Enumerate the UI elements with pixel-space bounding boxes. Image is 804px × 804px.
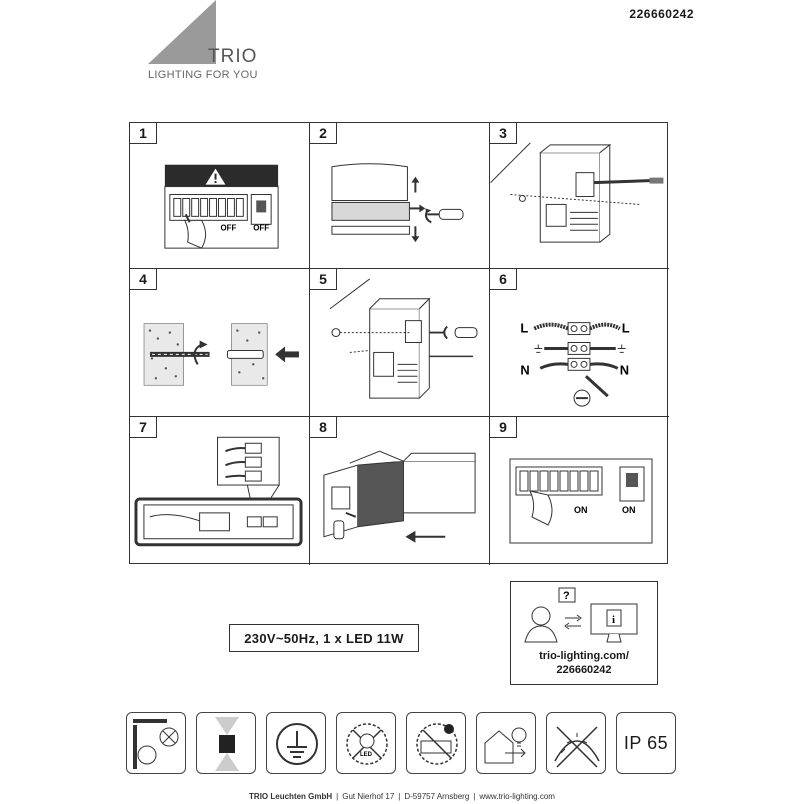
step-4-panel: 4 <box>130 269 310 417</box>
attach-cover-illustration <box>323 450 476 543</box>
info-glyph: i <box>612 614 615 626</box>
step-number: 5 <box>310 269 337 290</box>
step-number: 7 <box>130 417 157 438</box>
brand-tagline: LIGHTING FOR YOU <box>148 69 258 81</box>
footer-address: Gut Nierhof 17 <box>342 792 395 801</box>
step-6-panel: 6 L L N N <box>490 269 669 417</box>
led-not-replaceable-icon: LED <box>336 712 396 774</box>
step-number: 8 <box>310 417 337 438</box>
step-3-panel: 3 <box>490 123 669 269</box>
step-number: 6 <box>490 269 517 290</box>
symbol-row: LED IP 65 <box>126 712 676 774</box>
off-label-small: OFF <box>220 223 236 232</box>
off-label-box: OFF <box>253 223 269 232</box>
step-number: 9 <box>490 417 517 438</box>
footer: TRIO Leuchten GmbH|Gut Nierhof 17|D-5975… <box>249 792 555 801</box>
not-dimmable-icon <box>546 712 606 774</box>
mounting-position-icon <box>126 712 186 774</box>
drill-and-dowel-illustration <box>143 323 299 386</box>
brand-name: TRIO <box>208 46 258 67</box>
electrical-spec: 230V~50Hz, 1 x LED 11W <box>229 624 419 652</box>
led-label: LED <box>360 752 373 758</box>
driver-connection-illustration <box>134 436 303 547</box>
ip-rating-text: IP 65 <box>623 732 669 753</box>
mark-holes-illustration <box>490 142 664 243</box>
step-1-panel: 1 OFF OFF <box>130 123 310 269</box>
logo-triangle-icon <box>148 0 216 64</box>
trio-logo: TRIO LIGHTING FOR YOU <box>140 0 280 90</box>
step-7-panel: 7 <box>130 417 310 565</box>
info-url-line1: trio-lighting.com/ <box>539 650 629 662</box>
indoor-outdoor-use-icon <box>476 712 536 774</box>
step-8-panel: 8 <box>310 417 490 565</box>
step-5-panel: 5 <box>310 269 490 417</box>
protective-earth-icon <box>266 712 326 774</box>
footer-web: www.trio-lighting.com <box>479 792 555 801</box>
info-url-line2: 226660242 <box>556 664 612 676</box>
footer-company: TRIO Leuchten GmbH <box>249 792 333 801</box>
question-glyph: ? <box>563 590 570 602</box>
step-number: 3 <box>490 123 517 144</box>
footer-city: D-59757 Arnsberg <box>404 792 470 801</box>
wire-label-l-left: L <box>520 321 528 336</box>
online-info-box: ? i trio-lighting.com/ 226660242 <box>510 581 658 685</box>
wiring-illustration: L L N N <box>520 321 630 407</box>
on-label-box: ON <box>622 505 636 515</box>
light-direction-icon <box>196 712 256 774</box>
driver-not-replaceable-icon <box>406 712 466 774</box>
step-9-panel: 9 ON ON <box>490 417 669 565</box>
mount-base-illustration <box>329 278 478 399</box>
remove-cover-illustration <box>331 163 464 243</box>
ip-rating-badge: IP 65 <box>616 712 676 774</box>
article-number: 226660242 <box>629 7 694 21</box>
step-number: 1 <box>130 123 157 144</box>
step-number: 2 <box>310 123 337 144</box>
fuse-box-off-illustration: OFF OFF <box>164 164 279 249</box>
person-and-monitor-icon: ? i <box>524 587 638 643</box>
step-number: 4 <box>130 269 157 290</box>
wire-label-n-right: N <box>620 362 629 377</box>
instruction-grid: 1 OFF OFF 2 <box>129 122 669 565</box>
fuse-box-on-illustration: ON ON <box>509 458 653 544</box>
wire-label-l-right: L <box>622 321 630 336</box>
wire-label-n-left: N <box>520 362 529 377</box>
on-label-small: ON <box>574 505 588 515</box>
step-2-panel: 2 <box>310 123 490 269</box>
